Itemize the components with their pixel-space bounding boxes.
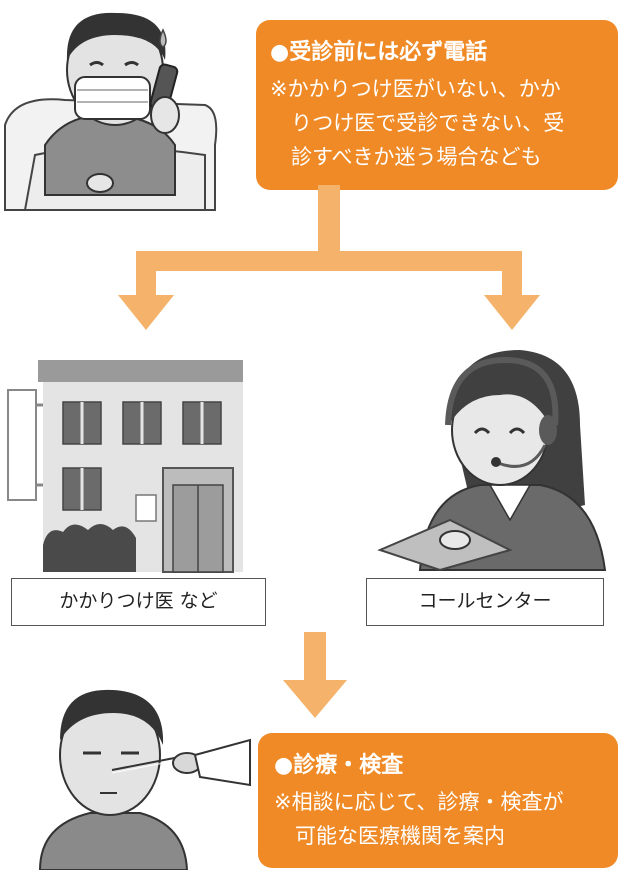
step2-exam-box: ●診療・検査 ※相談に応じて、診療・検査が 可能な医療機関を案内	[258, 733, 618, 868]
clinic-building-illustration	[7, 360, 243, 573]
family-doctor-label: かかりつけ医 など	[11, 578, 266, 626]
call-center-operator-illustration	[377, 350, 607, 572]
nasal-swab-test-illustration	[38, 689, 251, 870]
step1-note-line-1: ※かかりつけ医がいない、かか	[270, 77, 561, 101]
step2-title: ●診療・検査	[274, 753, 404, 778]
step1-note-line-3: 診すべきか迷う場合なども	[270, 145, 542, 169]
down-arrow	[283, 632, 347, 718]
step2-note-line-2: 可能な医療機関を案内	[274, 824, 505, 848]
step1-call-box: ●受診前には必ず電話 ※かかりつけ医がいない、かか りつけ医で受診できない、受 …	[256, 20, 618, 190]
sick-person-phone-illustration	[4, 12, 218, 211]
step2-note-line-1: ※相談に応じて、診療・検査が	[274, 790, 564, 814]
call-center-label: コールセンター	[366, 578, 604, 626]
step1-title: ●受診前には必ず電話	[270, 40, 488, 65]
step1-note-line-2: りつけ医で受診できない、受	[270, 111, 565, 135]
branch-arrow	[118, 185, 540, 330]
